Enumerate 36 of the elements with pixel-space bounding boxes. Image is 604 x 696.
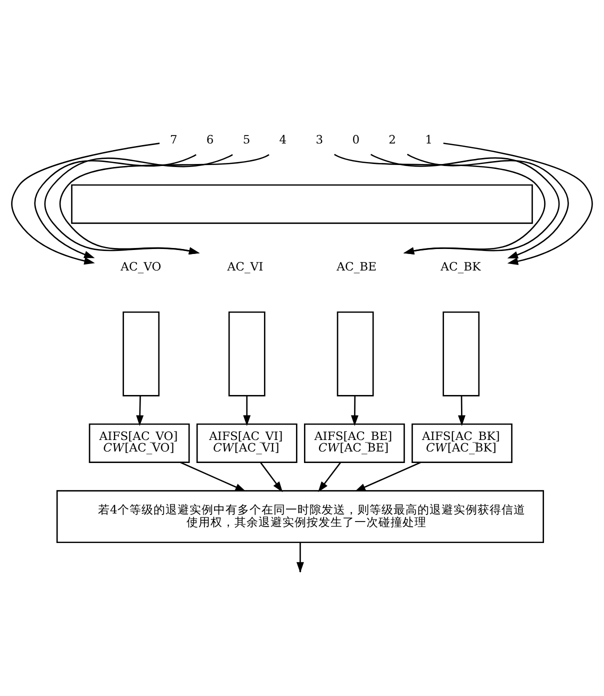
node-box: AIFS[AC_BK] CW[AC_BK] [412, 423, 512, 464]
arrow [260, 462, 283, 492]
arrow [34, 154, 196, 258]
arrow [350, 396, 358, 426]
arrow [318, 462, 342, 492]
node-box: AIFS[AC_VO] CW[AC_VO] [88, 423, 190, 464]
node-text: AC_BK [440, 260, 481, 274]
node-box: 若4个等级的退避实例中有多个在同一时隙发送，则等级最高的退避实例获得信道使用权，其余退避实例按发生了一次碰撞处理 [56, 490, 544, 544]
arrow [406, 154, 569, 258]
arrow [136, 396, 144, 426]
node-text: AC_BE [336, 260, 377, 274]
arrow [443, 142, 593, 265]
node-text: 7 [170, 132, 178, 147]
node-box [122, 311, 160, 396]
node-box [442, 311, 480, 396]
node-text: 6 [206, 132, 214, 147]
node-box: AIFS[AC_VI] CW[AC_VI] [196, 423, 298, 464]
arrow [44, 154, 233, 255]
arrow [243, 396, 251, 426]
node-box [71, 184, 533, 224]
node-text: 5 [242, 132, 250, 147]
node-text: 3 [316, 132, 324, 147]
node-text: 0 [352, 132, 360, 147]
arrow [180, 462, 246, 492]
node-text: 2 [388, 132, 396, 147]
node-text: 4 [279, 132, 287, 147]
node-box [228, 311, 266, 396]
node-text: AC_VO [120, 260, 162, 274]
node-box: AIFS[AC_BE] CW[AC_BE] [304, 423, 405, 464]
arrow [354, 462, 422, 492]
arrow [458, 396, 466, 426]
arrow [11, 142, 160, 265]
node-text: 1 [425, 132, 432, 147]
node-box [336, 311, 374, 396]
arrow [59, 154, 270, 254]
node-text: AC_VI [227, 260, 264, 274]
